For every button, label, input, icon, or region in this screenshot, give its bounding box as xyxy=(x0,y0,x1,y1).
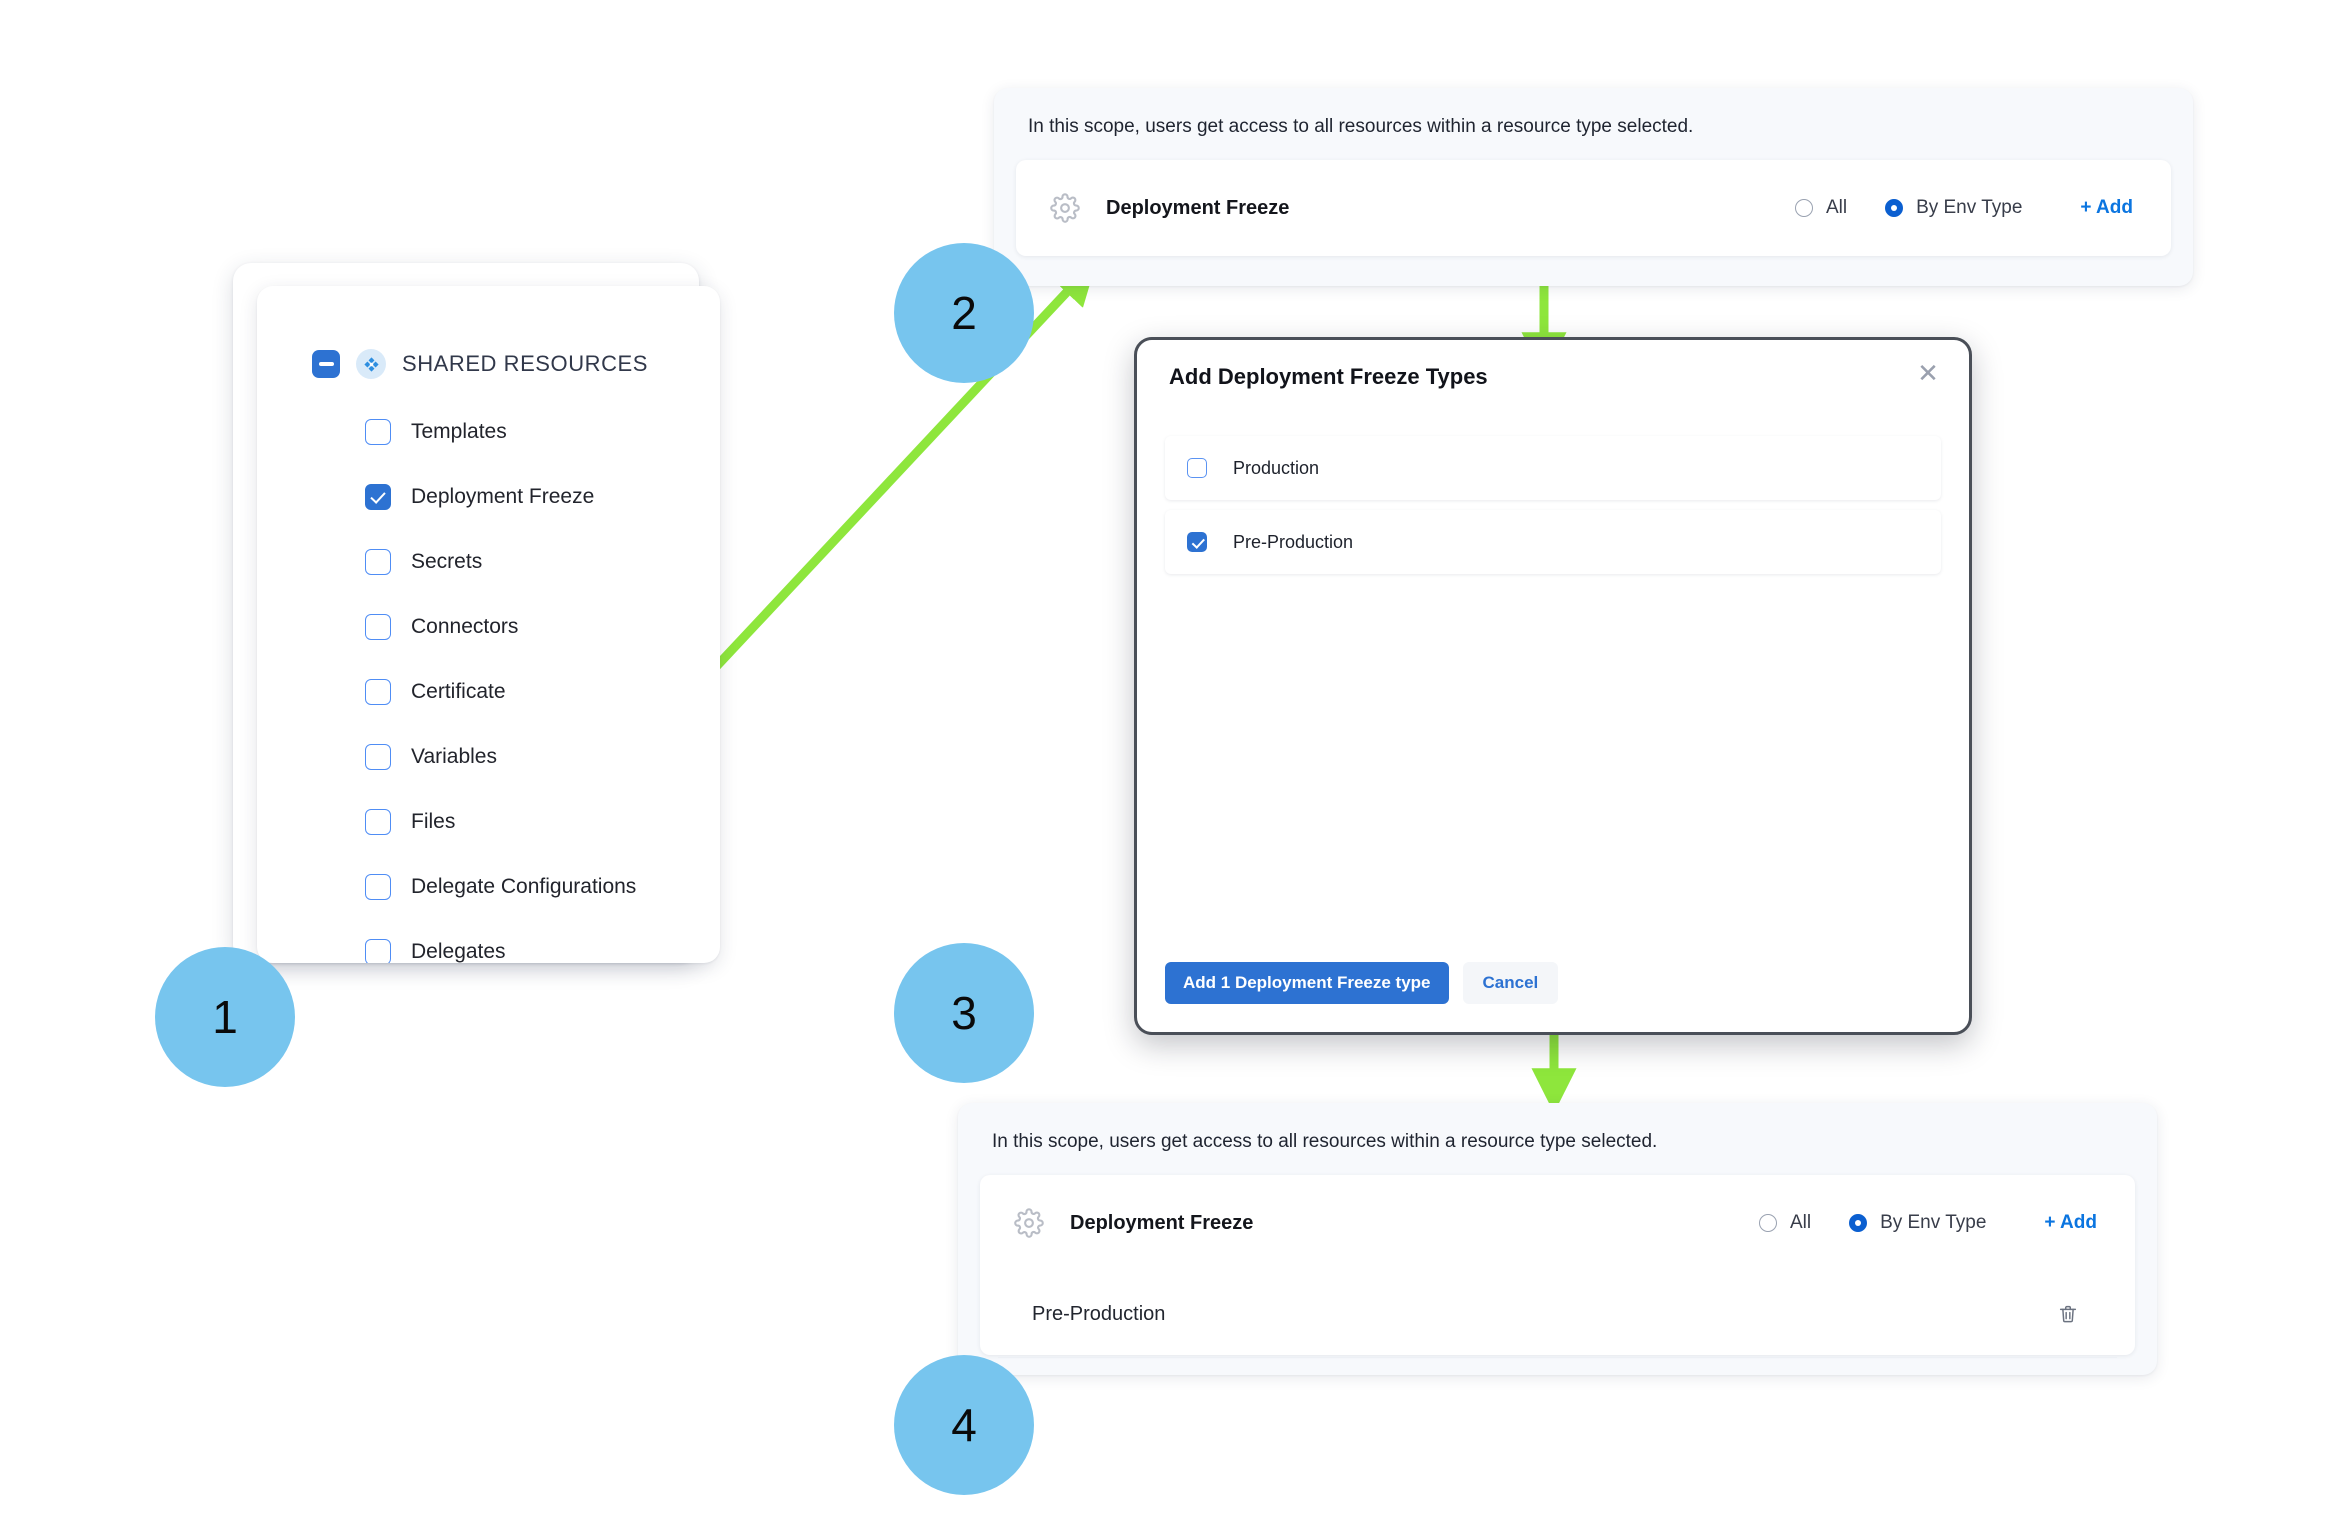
resource-item-files[interactable]: Files xyxy=(365,800,705,843)
deployment-freeze-row: Deployment Freeze All By Env Type + Add xyxy=(1016,160,2171,256)
radio-by-env-type-label: By Env Type xyxy=(1880,1212,1987,1233)
checkbox-deployment-freeze[interactable] xyxy=(365,483,391,510)
add-button[interactable]: + Add xyxy=(2080,197,2133,218)
option-label: Production xyxy=(1233,457,1320,478)
radio-by-env-type[interactable]: By Env Type xyxy=(1849,1212,1986,1234)
resource-item-templates[interactable]: Templates xyxy=(365,410,705,453)
resource-type-name: Deployment Freeze xyxy=(1106,196,1290,219)
checkbox-secrets[interactable] xyxy=(365,548,391,575)
shared-resources-label: SHARED RESOURCES xyxy=(402,351,648,376)
scope-radio-group: All By Env Type xyxy=(1794,197,2022,219)
resource-item-label: Delegates xyxy=(411,939,506,963)
trash-icon[interactable] xyxy=(2057,1303,2079,1325)
add-freeze-type-button[interactable]: Add 1 Deployment Freeze type xyxy=(1165,962,1449,1004)
resource-tree: SHARED RESOURCES Templates Deployment Fr… xyxy=(257,286,720,963)
resource-type-list: Templates Deployment Freeze Secrets Conn… xyxy=(365,410,705,963)
scope-description: In this scope, users get access to all r… xyxy=(1028,116,1694,137)
resource-item-secrets[interactable]: Secrets xyxy=(365,540,705,583)
deployment-freeze-row: Deployment Freeze All By Env Type + Add xyxy=(980,1175,2135,1271)
radio-by-env-type-dot[interactable] xyxy=(1849,1214,1868,1232)
checkbox-files[interactable] xyxy=(365,808,391,835)
checkbox-connectors[interactable] xyxy=(365,613,391,640)
freeze-type-options: Production Pre-Production xyxy=(1165,436,1941,584)
resource-item-certificate[interactable]: Certificate xyxy=(365,670,705,713)
resource-item-label: Certificate xyxy=(411,679,506,703)
cancel-button[interactable]: Cancel xyxy=(1462,962,1559,1004)
arrow-step1-to-step2 xyxy=(681,259,1098,704)
resource-item-label: Variables xyxy=(411,744,497,768)
gear-icon xyxy=(1014,1208,1044,1238)
selected-value-row: Pre-Production xyxy=(998,1271,2117,1358)
shared-resources-header[interactable]: SHARED RESOURCES xyxy=(312,349,648,379)
checkbox-delegate-configurations[interactable] xyxy=(365,873,391,900)
radio-by-env-type-label: By Env Type xyxy=(1916,197,2023,218)
checkbox-pre-production[interactable] xyxy=(1187,532,1207,552)
resource-item-label: Connectors xyxy=(411,614,519,638)
option-label: Pre-Production xyxy=(1233,531,1354,552)
modal-footer: Add 1 Deployment Freeze type Cancel xyxy=(1165,962,1559,1004)
checkbox-production[interactable] xyxy=(1187,458,1207,478)
card-surface xyxy=(257,286,720,963)
shared-resources-card: SHARED RESOURCES Templates Deployment Fr… xyxy=(233,263,720,963)
resource-type-row-card: Deployment Freeze All By Env Type + Add xyxy=(1016,160,2171,256)
checkbox-delegates[interactable] xyxy=(365,938,391,963)
radio-all-dot[interactable] xyxy=(1794,199,1813,217)
scope-panel-after: In this scope, users get access to all r… xyxy=(958,1103,2157,1375)
step-marker-3: 3 xyxy=(894,943,1034,1083)
resource-diamond-icon xyxy=(356,349,386,379)
step-marker-2: 2 xyxy=(894,243,1034,383)
selected-value-label: Pre-Production xyxy=(1032,1302,1166,1325)
radio-all[interactable]: All xyxy=(1758,1212,1812,1234)
add-deployment-freeze-types-modal: Add Deployment Freeze Types ✕ Production… xyxy=(1134,337,1972,1035)
scope-panel-before: In this scope, users get access to all r… xyxy=(994,88,2193,286)
resource-type-name: Deployment Freeze xyxy=(1070,1211,1254,1234)
resource-item-deployment-freeze[interactable]: Deployment Freeze xyxy=(365,475,705,518)
resource-item-label: Files xyxy=(411,809,456,833)
scope-radio-group: All By Env Type xyxy=(1758,1212,1986,1234)
resource-item-delegate-configurations[interactable]: Delegate Configurations xyxy=(365,865,705,908)
checkbox-certificate[interactable] xyxy=(365,678,391,705)
step-marker-4: 4 xyxy=(894,1355,1034,1495)
checkbox-variables[interactable] xyxy=(365,743,391,770)
resource-item-delegates[interactable]: Delegates xyxy=(365,930,705,963)
resource-item-connectors[interactable]: Connectors xyxy=(365,605,705,648)
radio-all-dot[interactable] xyxy=(1758,1214,1777,1232)
radio-all-label: All xyxy=(1825,197,1848,218)
scope-description: In this scope, users get access to all r… xyxy=(992,1131,1658,1152)
resource-item-label: Deployment Freeze xyxy=(411,484,595,508)
resource-item-label: Secrets xyxy=(411,549,483,573)
option-pre-production[interactable]: Pre-Production xyxy=(1165,510,1941,574)
minus-collapse-icon[interactable] xyxy=(312,350,340,378)
radio-by-env-type-dot[interactable] xyxy=(1885,199,1904,217)
gear-icon xyxy=(1050,193,1080,223)
checkbox-templates[interactable] xyxy=(365,418,391,445)
resource-type-row-card: Deployment Freeze All By Env Type + Add … xyxy=(980,1175,2135,1358)
resource-item-label: Delegate Configurations xyxy=(411,874,637,898)
radio-all-label: All xyxy=(1789,1212,1812,1233)
radio-all[interactable]: All xyxy=(1794,197,1848,219)
resource-item-label: Templates xyxy=(411,419,507,443)
add-button[interactable]: + Add xyxy=(2044,1212,2097,1233)
modal-title: Add Deployment Freeze Types xyxy=(1169,364,1488,389)
resource-item-variables[interactable]: Variables xyxy=(365,735,705,778)
close-icon[interactable]: ✕ xyxy=(1917,358,1939,388)
step-marker-1: 1 xyxy=(155,947,295,1087)
radio-by-env-type[interactable]: By Env Type xyxy=(1885,197,2022,219)
option-production[interactable]: Production xyxy=(1165,436,1941,500)
